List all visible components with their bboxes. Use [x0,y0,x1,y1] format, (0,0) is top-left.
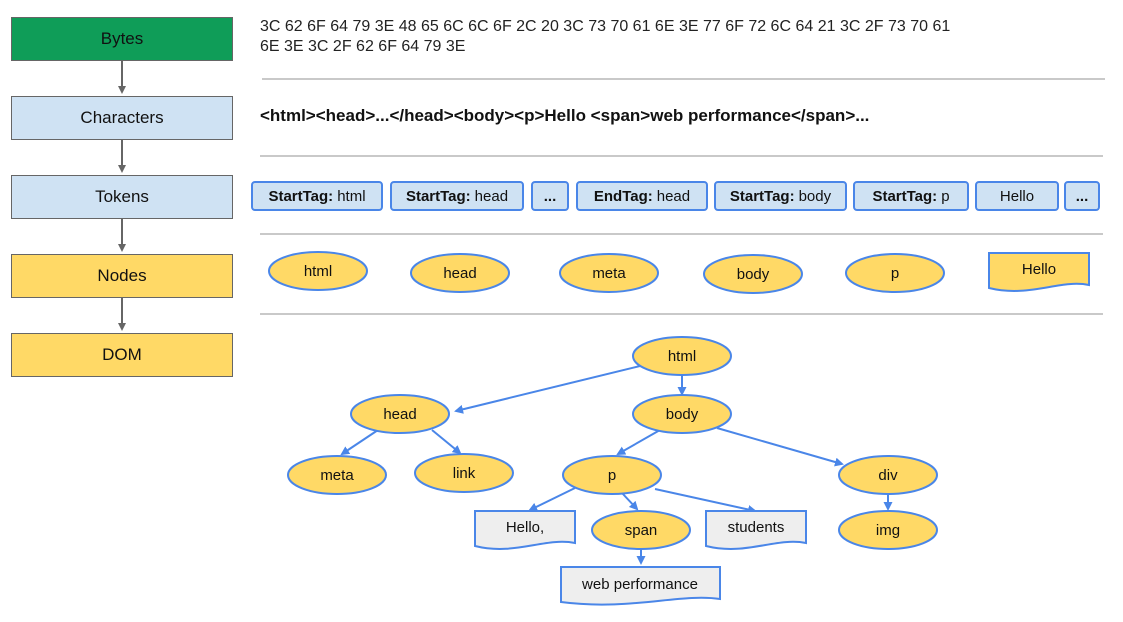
stage-label: DOM [102,345,142,364]
node-label: p [891,265,899,282]
token-kind: StartTag: [872,187,938,205]
dom-label: html [668,348,696,365]
dom-node-span [591,510,691,550]
dom-label: div [878,467,898,484]
separator [260,155,1103,157]
edge-head-meta [340,429,379,456]
node-meta [559,253,659,293]
dom-label: meta [320,467,354,484]
stage-label: Bytes [100,29,144,48]
token-kind: StartTag: [268,187,334,205]
dom-edges [340,365,893,565]
dom-label: web performance [581,576,698,593]
token-endtag-head: EndTag:head [576,181,708,211]
edge-body-div [716,427,844,467]
token-text-hello: Hello [975,181,1059,211]
dom-node-head [350,394,450,434]
stage-label: Characters [80,108,164,127]
dom-node-meta [287,455,387,495]
dom-label: p [608,467,616,484]
token-value: ... [543,187,557,205]
dom-node-div [838,455,938,495]
node-html [268,251,368,291]
dom-node-img [838,510,938,550]
characters-text: <html><head>...</head><body><p>Hello <sp… [260,106,870,125]
token-value: p [941,187,950,205]
node-label: Hello [1022,261,1056,278]
edge-p-span [621,492,639,511]
token-value: Hello [999,187,1035,205]
edge-p-hello [528,487,576,511]
token-kind: StartTag: [729,187,795,205]
bytes-hex-text: 3C 62 6F 64 79 3E 48 65 6C 6C 6F 2C 20 3… [260,17,1060,57]
dom-label: body [666,406,699,423]
node-body [703,254,803,294]
edge-body-p [616,429,661,455]
token-starttag-head: StartTag:head [390,181,524,211]
edge-p-students [654,488,757,514]
dom-label: students [728,519,785,536]
edge-html-head [454,365,641,414]
dom-label: Hello, [506,519,544,536]
dom-node-link [414,453,514,493]
separator [260,233,1103,235]
token-value: body [798,187,832,205]
token-kind: StartTag: [405,187,471,205]
dom-node-html [632,336,732,376]
dom-text-students [705,510,807,550]
token-starttag-p: StartTag:p [853,181,969,211]
stage-label: Nodes [97,266,147,285]
edge-head-link [431,429,462,455]
token-value: ... [1075,187,1089,205]
token-value: head [656,187,691,205]
node-label: body [737,266,770,283]
stage-nodes: Nodes [11,254,233,298]
node-head [410,253,510,293]
token-ellipsis: ... [1064,181,1100,211]
token-starttag-body: StartTag:body [714,181,847,211]
node-p [845,253,945,293]
node-label: html [304,263,332,280]
bytes-line-1: 3C 62 6F 64 79 3E 48 65 6C 6C 6F 2C 20 3… [260,18,951,35]
stage-dom: DOM [11,333,233,377]
dom-label: img [876,522,900,539]
nodes-row [268,251,1090,294]
token-value: html [337,187,366,205]
stage-tokens: Tokens [11,175,233,219]
bytes-line-2: 6E 3E 3C 2F 62 6F 64 79 3E [260,38,466,55]
token-ellipsis: ... [531,181,569,211]
dom-node-body [632,394,732,434]
node-label: meta [592,265,626,282]
node-label: head [443,265,476,282]
separator [262,78,1105,80]
dom-label: span [625,522,658,539]
stage-bytes: Bytes [11,17,233,61]
dom-label: head [383,406,416,423]
node-hello-text [988,252,1090,292]
token-starttag-html: StartTag:html [251,181,383,211]
token-value: head [474,187,509,205]
token-kind: EndTag: [593,187,653,205]
dom-node-p [562,455,662,495]
dom-text-hello [474,510,576,550]
stage-characters: Characters [11,96,233,140]
separator [260,313,1103,315]
stage-label: Tokens [95,187,149,206]
dom-text-web-performance [560,566,721,606]
dom-label: link [453,465,476,482]
